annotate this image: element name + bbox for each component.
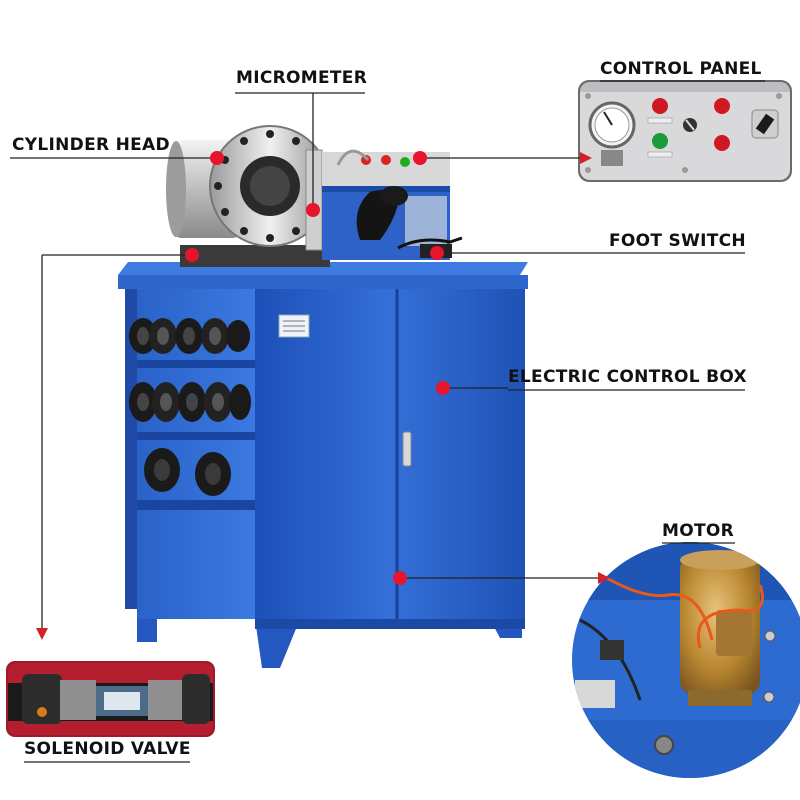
crimping-head-assembly [166, 125, 463, 267]
label-motor: MOTOR [662, 521, 735, 541]
label-cylinder-head: CYLINDER HEAD [12, 135, 170, 155]
die-set-row-1 [129, 318, 250, 354]
label-electric-control-box: ELECTRIC CONTROL BOX [508, 367, 747, 387]
arrow-head-solenoid-valve [36, 628, 48, 640]
label-micrometer: MICROMETER [236, 68, 368, 88]
solenoid-valve-inset [6, 661, 215, 737]
arrow-head-control-panel [580, 152, 592, 164]
label-control-panel: CONTROL PANEL [600, 59, 762, 79]
cabinet [118, 262, 528, 668]
label-solenoid-valve: SOLENOID VALVE [24, 739, 191, 759]
arrow-heads [36, 152, 610, 640]
motor-inset [570, 540, 800, 780]
die-set-row-2 [129, 382, 251, 422]
leader-lines [10, 80, 765, 763]
marker-micrometer [306, 203, 320, 217]
marker-cylinder-head [210, 151, 224, 165]
marker-solenoid-valve [185, 248, 199, 262]
marker-control-panel [413, 151, 427, 165]
die-set-row-3 [144, 448, 231, 496]
marker-electric-control-box [436, 381, 450, 395]
marker-motor [393, 571, 407, 585]
control-panel-inset [578, 80, 792, 182]
arrow-head-motor [598, 572, 610, 584]
markers [185, 151, 450, 585]
label-foot-switch: FOOT SWITCH [609, 231, 746, 251]
arrow-lines [41, 157, 608, 628]
marker-foot-switch [430, 246, 444, 260]
